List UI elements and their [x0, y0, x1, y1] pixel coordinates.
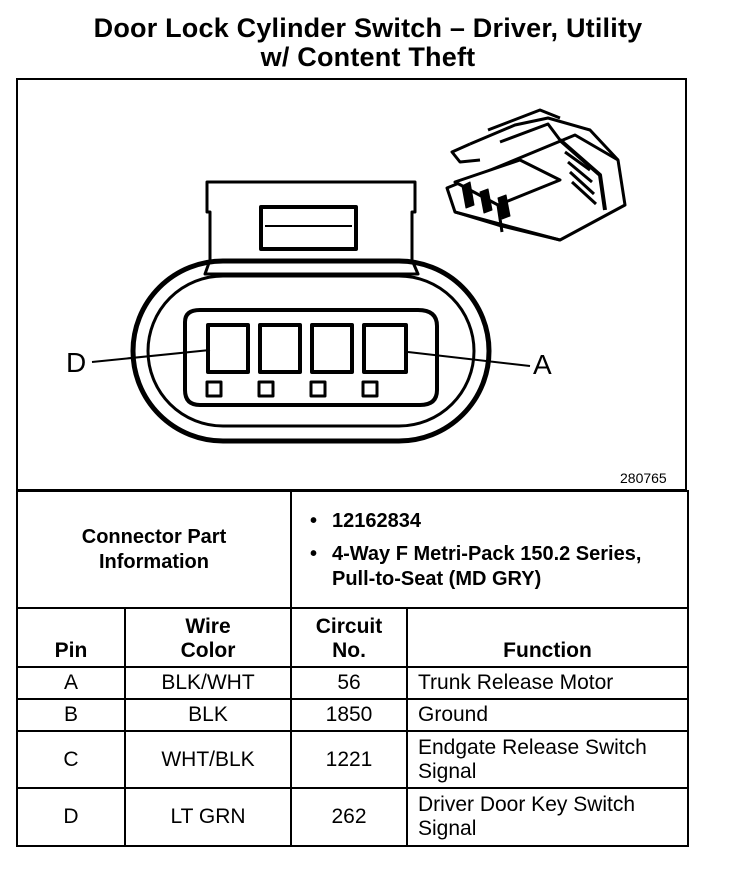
row-c-pin: C — [16, 730, 126, 789]
connector-latch-housing — [203, 180, 420, 276]
row-a-function: Trunk Release Motor — [406, 666, 689, 700]
pin-label-a: A — [533, 349, 552, 380]
header-wire-color: Wire Color — [124, 607, 292, 668]
pin-label-d: D — [66, 347, 87, 378]
terminal-b — [310, 323, 354, 374]
connector-pinout-table: Connector Part Information 12162834 4-Wa… — [16, 490, 689, 847]
header-circuit-no: Circuit No. — [290, 607, 408, 668]
table-header-row: Pin Wire Color Circuit No. Function — [16, 607, 689, 668]
connector-figure-frame — [16, 78, 687, 491]
header-circuit-no-text: Circuit No. — [315, 615, 383, 662]
connector-cavity — [183, 308, 439, 407]
row-c-function: Endgate Release Switch Signal — [406, 730, 689, 789]
table-row: C WHT/BLK 1221 Endgate Release Switch Si… — [16, 730, 689, 789]
connector-part-info-list: 12162834 4-Way F Metri-Pack 150.2 Series… — [290, 490, 689, 609]
connector-latch-window — [259, 205, 358, 251]
figure-number: 280765 — [620, 470, 667, 486]
header-wire-color-text: Wire Color — [180, 615, 236, 662]
row-d-function-text: Driver Door Key Switch Signal — [418, 793, 636, 840]
title-line-2: w/ Content Theft — [260, 42, 476, 72]
row-c-function-text: Endgate Release Switch Signal — [418, 735, 647, 783]
connector-part-info-text: Connector Part Information — [81, 525, 227, 573]
table-row: A BLK/WHT 56 Trunk Release Motor — [16, 666, 689, 700]
row-d-pin: D — [16, 787, 126, 847]
connector-part-number: 12162834 — [310, 509, 687, 534]
row-b-function: Ground — [406, 698, 689, 732]
leader-line-d — [91, 349, 211, 363]
row-d-function: Driver Door Key Switch Signal — [406, 787, 689, 847]
row-b-circuit: 1850 — [290, 698, 408, 732]
row-a-circuit: 56 — [290, 666, 408, 700]
row-a-pin: A — [16, 666, 126, 700]
leader-line-a — [407, 351, 531, 367]
row-d-wire-color: LT GRN — [124, 787, 292, 847]
header-function: Function — [406, 607, 689, 668]
row-a-wire-color: BLK/WHT — [124, 666, 292, 700]
terminal-d — [206, 323, 250, 374]
terminal-c — [258, 323, 302, 374]
connector-info-row: Connector Part Information 12162834 4-Wa… — [16, 490, 689, 609]
connector-inner-shell — [146, 274, 476, 428]
row-c-circuit: 1221 — [290, 730, 408, 789]
table-row: D LT GRN 262 Driver Door Key Switch Sign… — [16, 787, 689, 847]
connector-isometric-view — [445, 108, 627, 242]
title-line-1: Door Lock Cylinder Switch – Driver, Util… — [93, 13, 643, 43]
row-b-wire-color: BLK — [124, 698, 292, 732]
row-b-pin: B — [16, 698, 126, 732]
table-row: B BLK 1850 Ground — [16, 698, 689, 732]
row-c-wire-color: WHT/BLK — [124, 730, 292, 789]
connector-outer-shell — [130, 258, 492, 444]
row-d-circuit: 262 — [290, 787, 408, 847]
header-pin: Pin — [16, 607, 126, 668]
terminal-a — [362, 323, 408, 374]
connector-part-description: 4-Way F Metri-Pack 150.2 Series, Pull-to… — [310, 542, 642, 592]
connector-part-info-label: Connector Part Information — [16, 490, 292, 609]
